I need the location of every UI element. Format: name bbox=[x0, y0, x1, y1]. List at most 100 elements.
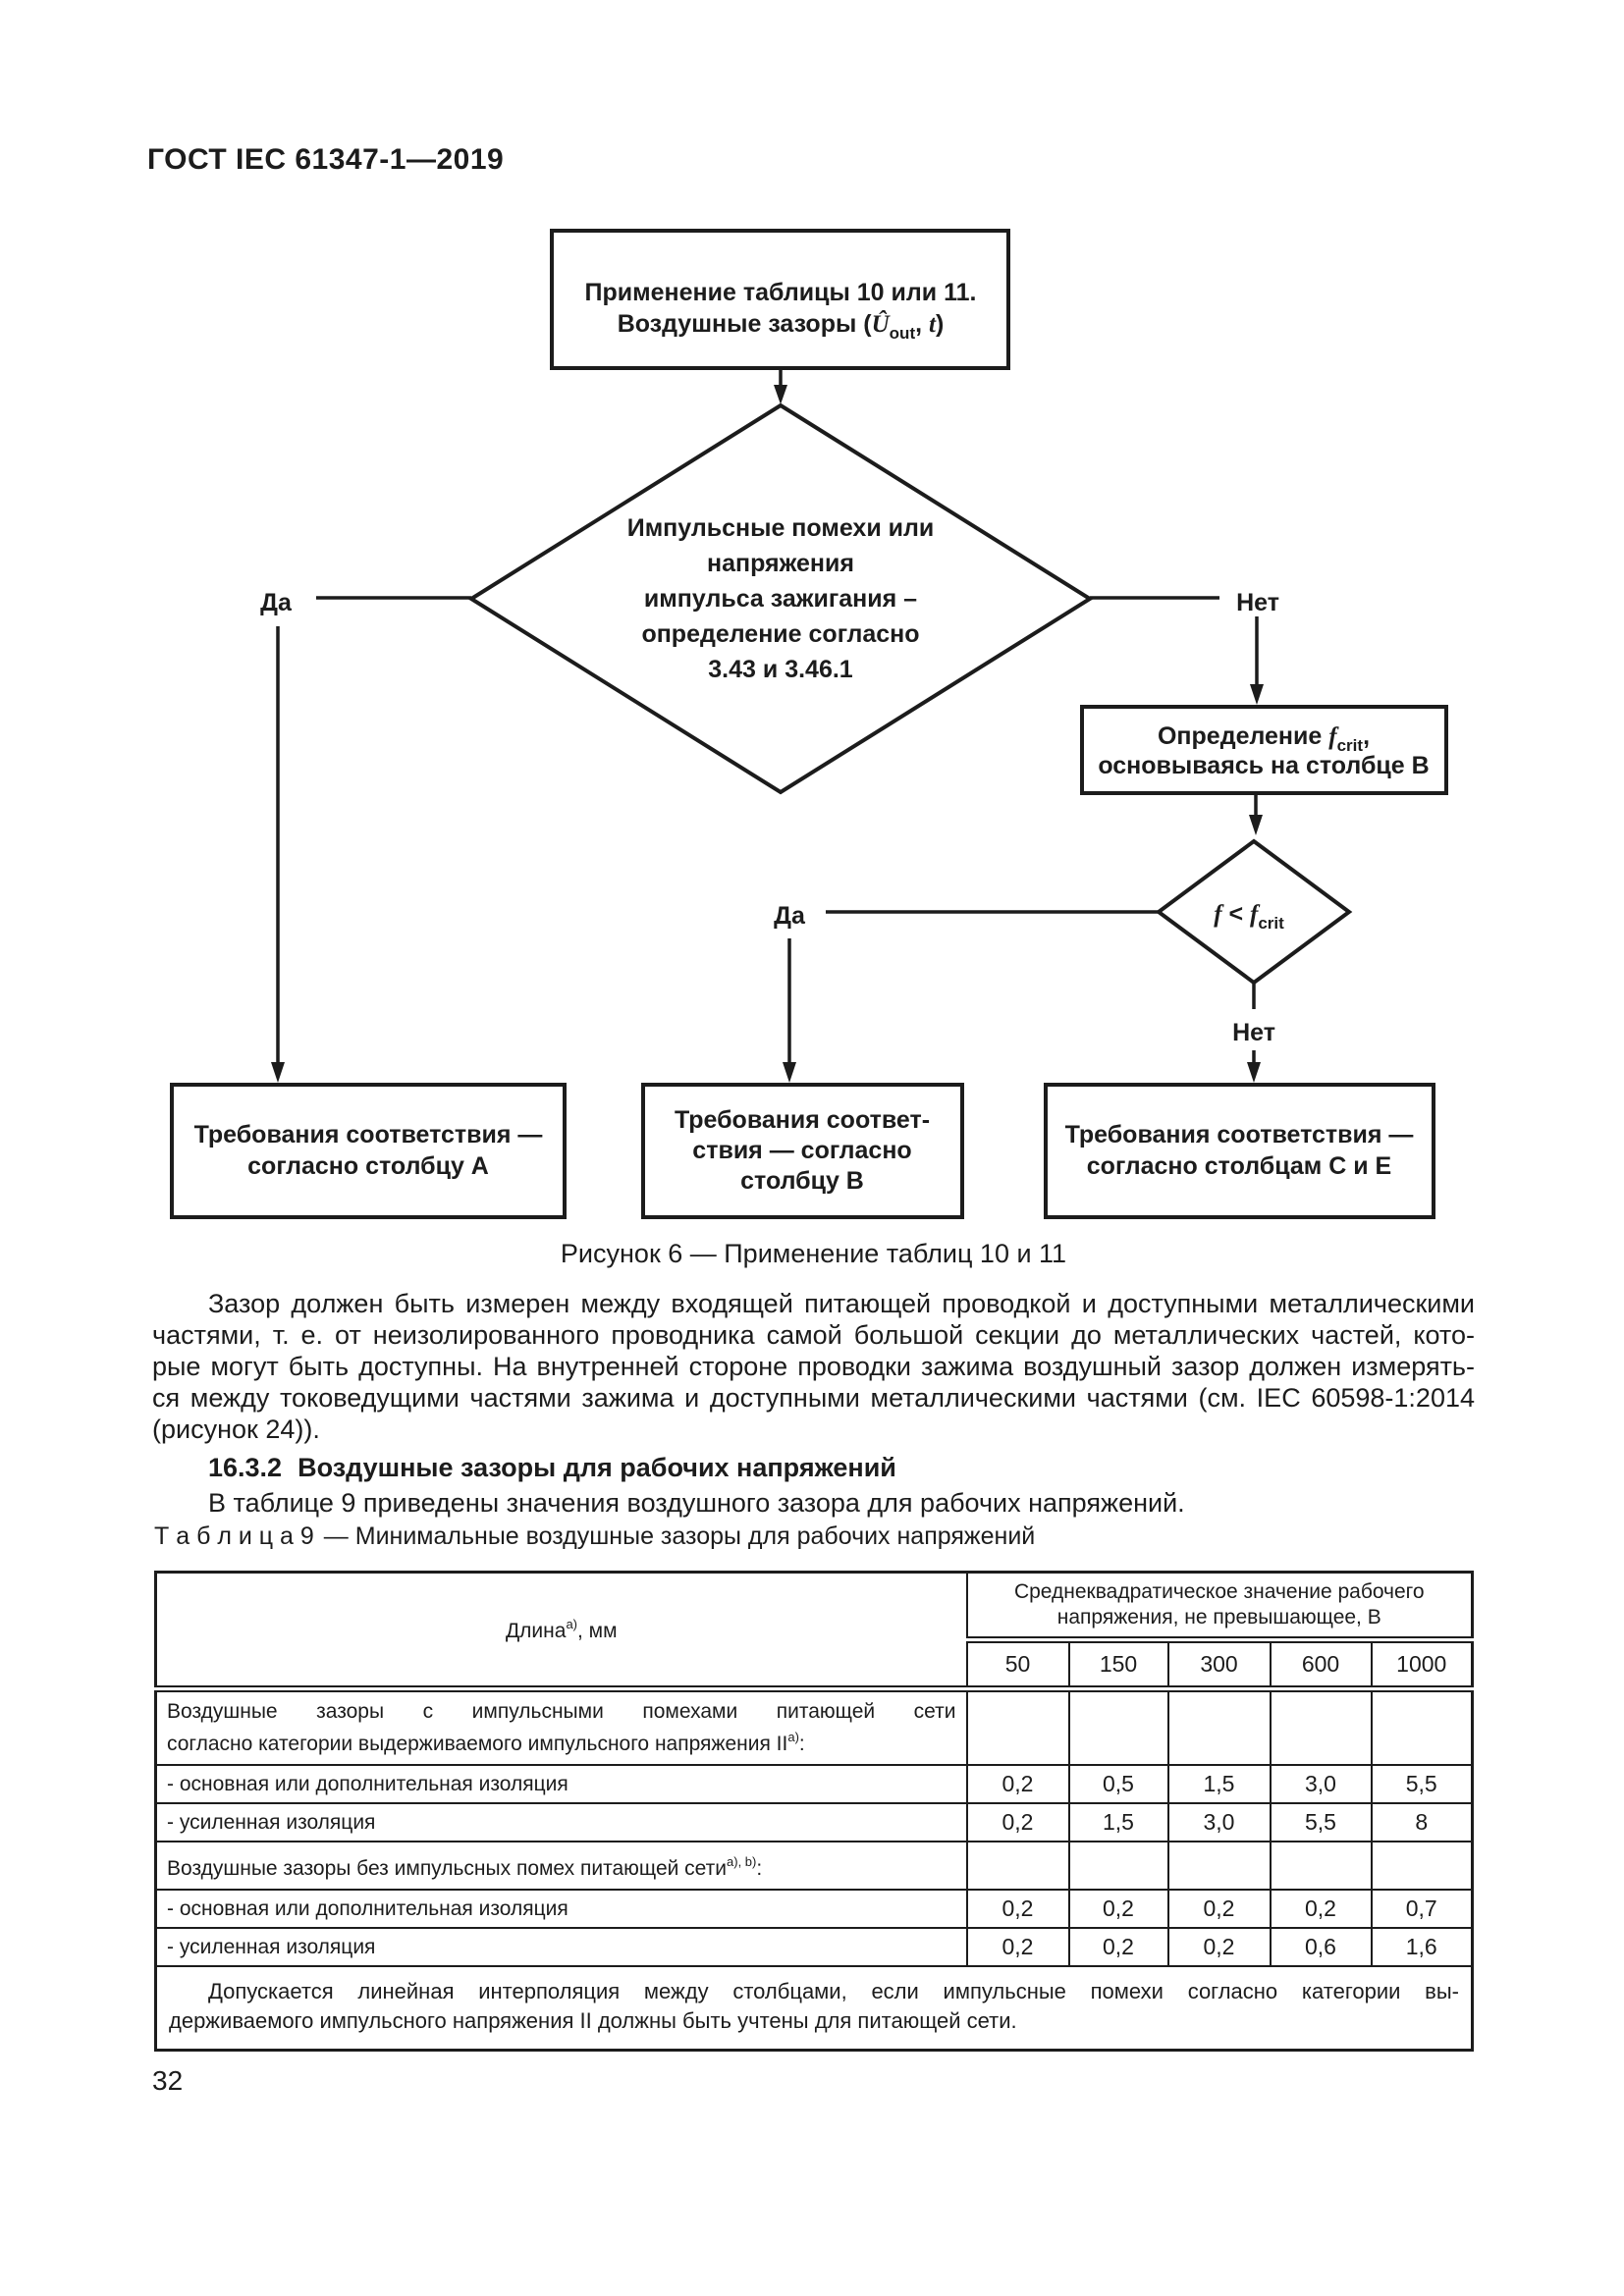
footnote-marker-a: а) bbox=[787, 1730, 799, 1744]
figure-6-flowchart: Применение таблицы 10 или 11. Воздушные … bbox=[170, 229, 1448, 1219]
paragraph-line: рые могут быть доступны. На внутренней с… bbox=[152, 1352, 1475, 1381]
value-cell: 1,6 bbox=[1370, 1927, 1474, 1967]
label-no-1: Нет bbox=[1236, 589, 1279, 616]
value-cell: 5,5 bbox=[1370, 1764, 1474, 1804]
figure-caption: Рисунок 6 — Применение таблиц 10 и 11 bbox=[560, 1239, 1067, 1268]
box-a-line2: согласно столбцу A bbox=[247, 1152, 489, 1180]
decision1-line3: импульса зажигания – bbox=[644, 585, 917, 613]
decision1-line5: 3.43 и 3.46.1 bbox=[708, 656, 853, 683]
value-cell: 5,5 bbox=[1269, 1802, 1373, 1842]
table-caption-title: — Минимальные воздушные зазоры для рабоч… bbox=[323, 1522, 1036, 1550]
value-cell: 0,2 bbox=[1269, 1889, 1373, 1929]
body-paragraph-2: В таблице 9 приведены значения воздушног… bbox=[208, 1488, 1185, 1518]
empty-cell bbox=[1067, 1841, 1169, 1891]
empty-cell bbox=[965, 1687, 1070, 1766]
value-cell: 0,2 bbox=[965, 1927, 1070, 1967]
voltage-column-1000: 1000 bbox=[1370, 1638, 1474, 1692]
apply-tables-box-line1: Применение таблицы 10 или 11. bbox=[585, 279, 977, 306]
empty-cell bbox=[965, 1841, 1070, 1891]
box-ce-line1: Требования соответствия — bbox=[1065, 1121, 1414, 1148]
empty-cell bbox=[1370, 1841, 1474, 1891]
empty-cell bbox=[1166, 1841, 1272, 1891]
value-cell: 0,2 bbox=[965, 1802, 1070, 1842]
document-code-header: ГОСТ IEC 61347-1—2019 bbox=[147, 143, 505, 176]
group-label-cell: Воздушные зазоры без импульсных помех пи… bbox=[154, 1841, 968, 1891]
value-cell: 0,5 bbox=[1067, 1764, 1169, 1804]
decision1-line2: напряжения bbox=[707, 550, 854, 577]
decision1-line4: определение согласно bbox=[641, 620, 919, 648]
table-row: - основная или дополнительная изоляция 0… bbox=[154, 1889, 1474, 1929]
paragraph-line: Зазор должен быть измерен между входящей… bbox=[208, 1289, 1475, 1318]
requirements-column-a-box bbox=[170, 1083, 567, 1219]
group-row-with-impulse: Воздушные зазоры с импульсными помехами … bbox=[154, 1687, 1474, 1766]
paragraph-line: ся между токоведущими частями зажима и д… bbox=[152, 1383, 1475, 1413]
value-cell: 0,2 bbox=[965, 1889, 1070, 1929]
value-cell: 0,6 bbox=[1269, 1927, 1373, 1967]
value-cell: 0,7 bbox=[1370, 1889, 1474, 1929]
page-number: 32 bbox=[152, 2065, 184, 2096]
fcrit-determination-box bbox=[1080, 705, 1448, 795]
section-heading-16-3-2: 16.3.2 Воздушные зазоры для рабочих напря… bbox=[208, 1453, 896, 1483]
footnote-marker-ab: а), b) bbox=[727, 1854, 757, 1869]
decision2-expression: f < fcrit bbox=[1214, 900, 1284, 933]
footnote-marker-a: а) bbox=[566, 1616, 577, 1631]
row-label-cell: - основная или дополнительная изоляция bbox=[154, 1889, 968, 1929]
requirements-columns-ce-box bbox=[1044, 1083, 1435, 1219]
row-label-cell: - усиленная изоляция bbox=[154, 1802, 968, 1842]
note-line: Допускается линейная интерполяция между … bbox=[208, 1979, 1459, 2003]
empty-cell bbox=[1269, 1687, 1373, 1766]
value-cell: 3,0 bbox=[1166, 1802, 1272, 1842]
group-row-without-impulse: Воздушные зазоры без импульсных помех пи… bbox=[154, 1841, 1474, 1891]
note-line: держиваемого импульсного напряжения II д… bbox=[169, 2008, 1017, 2033]
body-paragraph-1: Зазор должен быть измерен между входящей… bbox=[152, 1288, 1475, 1445]
table-header-row-1: Длинаа), мм Среднеквадратическое значени… bbox=[154, 1571, 1474, 1692]
label-no-2: Нет bbox=[1232, 1019, 1275, 1046]
voltage-column-50: 50 bbox=[965, 1638, 1070, 1692]
impulse-decision-diamond bbox=[467, 402, 1094, 795]
row-label-cell: - основная или дополнительная изоляция bbox=[154, 1764, 968, 1804]
voltage-column-150: 150 bbox=[1067, 1638, 1169, 1692]
decision1-line1: Импульсные помехи или bbox=[627, 514, 935, 542]
box-b-line1: Требования соответ- bbox=[675, 1106, 930, 1134]
voltage-group-header: Среднеквадратическое значение рабочего н… bbox=[965, 1571, 1474, 1643]
empty-cell bbox=[1067, 1687, 1169, 1766]
value-cell: 0,2 bbox=[1166, 1889, 1272, 1929]
voltage-column-600: 600 bbox=[1269, 1638, 1373, 1692]
paragraph-line: (рисунок 24)). bbox=[152, 1415, 320, 1444]
table-row: - усиленная изоляция 0,2 1,5 3,0 5,5 8 bbox=[154, 1802, 1474, 1842]
box-b-line2: ствия — согласно bbox=[692, 1137, 911, 1164]
table-9-min-clearances: Длинаа), мм Среднеквадратическое значени… bbox=[154, 1571, 1474, 2052]
length-column-header: Длинаа), мм bbox=[154, 1571, 968, 1692]
section-number: 16.3.2 bbox=[208, 1453, 283, 1482]
table-row: - усиленная изоляция 0,2 0,2 0,2 0,6 1,6 bbox=[154, 1927, 1474, 1967]
arrow-decision1-yes bbox=[271, 596, 471, 1083]
table-note-row: Допускается линейная интерполяция между … bbox=[154, 1965, 1474, 2052]
arrow-topbox-to-decision bbox=[774, 368, 787, 404]
group-label-cell: Воздушные зазоры с импульсными помехами … bbox=[154, 1687, 968, 1766]
value-cell: 3,0 bbox=[1269, 1764, 1373, 1804]
label-yes-2: Да bbox=[774, 902, 806, 930]
box-b-line3: столбцу B bbox=[740, 1167, 864, 1195]
empty-cell bbox=[1269, 1841, 1373, 1891]
table-note-cell: Допускается линейная интерполяция между … bbox=[154, 1965, 1474, 2052]
arrow-fcritbox-to-decision2 bbox=[1249, 793, 1263, 835]
fcrit-box-line1: Определение fcrit, bbox=[1158, 722, 1370, 755]
table-caption-label: Т а б л и ц а 9 bbox=[154, 1522, 314, 1550]
empty-cell bbox=[1166, 1687, 1272, 1766]
value-cell: 0,2 bbox=[965, 1764, 1070, 1804]
table-row: - основная или дополнительная изоляция 0… bbox=[154, 1764, 1474, 1804]
requirements-column-b-box bbox=[641, 1083, 964, 1219]
section-title: Воздушные зазоры для рабочих напряжений bbox=[298, 1453, 896, 1482]
value-cell: 0,2 bbox=[1067, 1927, 1169, 1967]
value-cell: 0,2 bbox=[1166, 1927, 1272, 1967]
value-cell: 8 bbox=[1370, 1802, 1474, 1842]
value-cell: 0,2 bbox=[1067, 1889, 1169, 1929]
box-a-line1: Требования соответствия — bbox=[194, 1121, 543, 1148]
table-header-row-2: 50 150 300 600 1000 bbox=[156, 1638, 1474, 1692]
value-cell: 1,5 bbox=[1067, 1802, 1169, 1842]
voltage-column-300: 300 bbox=[1166, 1638, 1272, 1692]
fcrit-box-line2: основываясь на столбце B bbox=[1098, 752, 1429, 779]
value-cell: 1,5 bbox=[1166, 1764, 1272, 1804]
label-yes-1: Да bbox=[260, 589, 293, 616]
